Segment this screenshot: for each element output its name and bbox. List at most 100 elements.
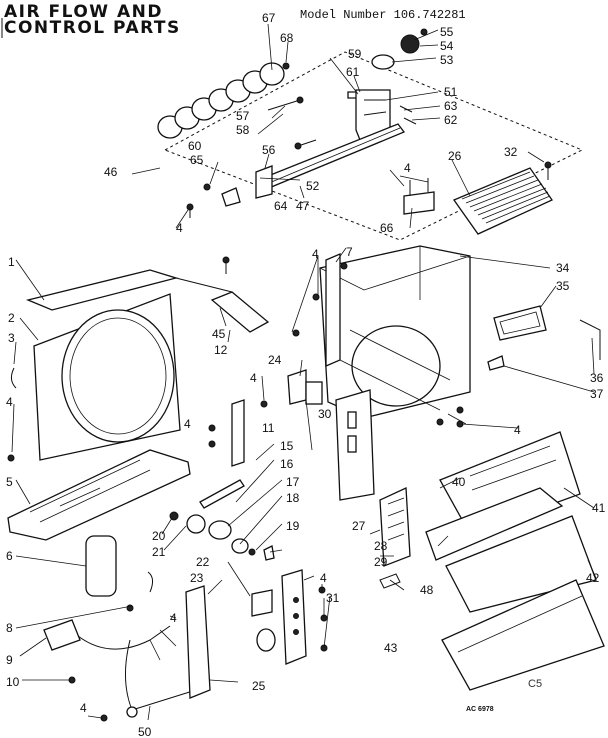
callout-54: 54 xyxy=(440,39,454,53)
callout-9: 9 xyxy=(6,653,13,667)
callout-51: 51 xyxy=(444,85,458,99)
callout-6: 6 xyxy=(6,549,13,563)
washer-21 xyxy=(186,514,206,534)
callout-4: 4 xyxy=(176,221,183,235)
callout-52: 52 xyxy=(306,179,320,193)
part-17 xyxy=(231,538,249,554)
diagram-title-line-2: CONTROL PARTS xyxy=(4,18,181,38)
cord-wires xyxy=(149,629,177,661)
screw-mid2 xyxy=(312,293,320,301)
callout-35: 35 xyxy=(556,279,570,293)
callout-60: 60 xyxy=(188,139,202,153)
knob-set xyxy=(157,62,285,139)
leader-lines xyxy=(11,23,597,721)
callout-55: 55 xyxy=(440,25,454,39)
callout-53: 53 xyxy=(440,53,454,67)
bracket-45 xyxy=(210,291,270,333)
callout-19: 19 xyxy=(286,519,300,533)
callout-20: 20 xyxy=(152,529,166,543)
part-19 xyxy=(263,545,275,561)
grille-ring xyxy=(69,317,167,435)
screw-11b xyxy=(208,440,216,448)
callout-43: 43 xyxy=(384,641,398,655)
part-37 xyxy=(487,355,505,371)
screw-left xyxy=(7,454,15,462)
clip-part xyxy=(282,62,290,70)
air-filter xyxy=(453,167,553,235)
screw-mid xyxy=(292,329,300,337)
rail-end-bracket xyxy=(255,165,273,199)
callout-4: 4 xyxy=(80,701,87,715)
plate-slot xyxy=(347,435,357,453)
part-23 xyxy=(256,628,276,652)
callout-1: 1 xyxy=(8,255,15,269)
callout-2: 2 xyxy=(8,311,15,325)
fan-shroud xyxy=(319,245,471,501)
callout-29: 29 xyxy=(374,555,388,569)
small-parts xyxy=(399,105,417,125)
gasket-48 xyxy=(425,487,564,561)
callout-66: 66 xyxy=(380,221,394,235)
callout-22: 22 xyxy=(196,555,210,569)
terminal-board-27 xyxy=(379,487,411,567)
motor-part-16 xyxy=(208,520,232,540)
terminal xyxy=(293,613,299,619)
terminal xyxy=(293,597,299,603)
bracket-detail xyxy=(363,99,387,116)
model-number: Model Number 106.742281 xyxy=(300,8,466,22)
diagram-title-line-1: AIR FLOW AND xyxy=(4,2,163,22)
grille-opening xyxy=(61,309,175,443)
bracket-11 xyxy=(231,399,245,467)
nut xyxy=(420,28,428,36)
callout-46: 46 xyxy=(104,165,118,179)
callout-23: 23 xyxy=(190,571,204,585)
callout-47: 47 xyxy=(296,199,310,213)
callout-68: 68 xyxy=(280,31,294,45)
callout-21: 21 xyxy=(152,545,166,559)
power-cord xyxy=(77,625,171,650)
base-pan xyxy=(7,449,191,541)
ground-wire xyxy=(124,639,197,711)
box-30 xyxy=(305,381,323,405)
callout-56: 56 xyxy=(262,143,276,157)
screw-24 xyxy=(260,400,268,408)
callout-48: 48 xyxy=(420,583,434,597)
corner-mark: C5 xyxy=(528,678,543,690)
callout-7: 7 xyxy=(346,245,353,259)
callout-16: 16 xyxy=(280,457,294,471)
drawing-stamp: AC 6978 xyxy=(466,706,494,713)
screw-7 xyxy=(340,262,348,270)
callout-8: 8 xyxy=(6,621,13,635)
shaft-part xyxy=(267,99,301,111)
callout-4: 4 xyxy=(6,395,13,409)
leader-45 xyxy=(175,277,233,293)
panel-25 xyxy=(185,585,211,699)
callout-25: 25 xyxy=(252,679,266,693)
callout-63: 63 xyxy=(444,99,458,113)
clip-3 xyxy=(10,367,17,389)
callout-50: 50 xyxy=(138,725,152,738)
strap-8 xyxy=(147,571,154,593)
drain-pan-41 xyxy=(439,431,581,535)
knob xyxy=(259,62,285,86)
callout-4: 4 xyxy=(170,611,177,625)
callout-3: 3 xyxy=(8,331,15,345)
callout-67: 67 xyxy=(262,11,276,25)
callout-15: 15 xyxy=(280,439,294,453)
clamp-66 xyxy=(403,191,435,215)
callout-58: 58 xyxy=(236,123,250,137)
panel-35 xyxy=(493,305,547,341)
callout-labels: 1235678910111215161718192021222324252627… xyxy=(6,11,606,738)
screw-65 xyxy=(203,183,211,191)
base-pan-43 xyxy=(441,579,605,691)
callout-42: 42 xyxy=(586,571,600,585)
part-29 xyxy=(379,573,401,589)
control-kit-group xyxy=(157,28,584,241)
callout-62: 62 xyxy=(444,113,458,127)
callout-59: 59 xyxy=(348,47,362,61)
callout-40: 40 xyxy=(452,475,466,489)
callout-18: 18 xyxy=(286,491,300,505)
part-36 xyxy=(579,319,601,360)
